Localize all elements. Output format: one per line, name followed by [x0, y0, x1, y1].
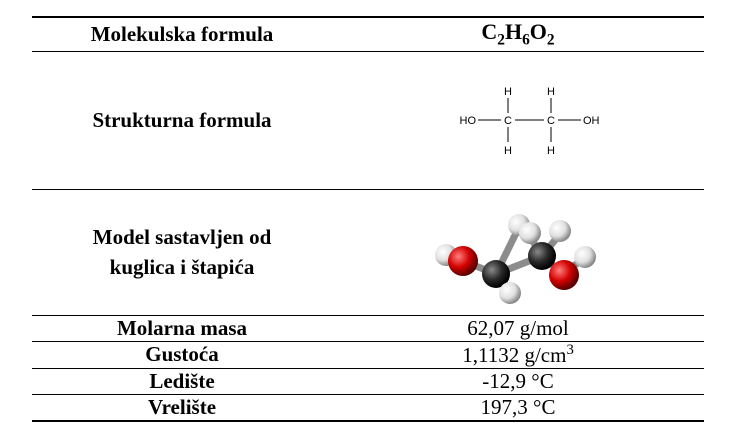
atom-c1: C: [504, 115, 512, 127]
label-line-2: kuglica i štapića: [109, 255, 255, 279]
carbon-atom: [528, 242, 556, 270]
label-melting-point: Ledište: [149, 368, 215, 393]
formula-o-count: 2: [546, 31, 555, 49]
hydrogen-atom: [574, 246, 596, 268]
label-structural-formula: Strukturna formula: [92, 107, 272, 132]
row-boiling-point: Vrelište 197,3 °C: [32, 394, 704, 421]
formula-h-count: 6: [522, 31, 530, 49]
label-ball-stick-model: Model sastavljen od kuglica i štapića: [32, 189, 332, 315]
value-ball-stick-model: [332, 189, 704, 315]
label-density: Gustoća: [145, 342, 219, 366]
atom-h-top-2: H: [547, 86, 555, 98]
density-text: 1,1132 g/cm: [462, 342, 567, 367]
structural-formula-diagram: HO C C OH H H H H: [460, 86, 600, 157]
value-molecular-formula: C2H6O2: [332, 17, 704, 51]
atom-oh: OH: [583, 115, 600, 127]
label-molecular-formula: Molekulska formula: [90, 21, 274, 46]
row-structural-formula: Strukturna formula HO C C OH H H H: [32, 51, 704, 189]
formula-h: H: [504, 19, 523, 45]
label-line-1: Model sastavljen od: [92, 225, 272, 249]
value-molar-mass: 62,07 g/mol: [467, 315, 569, 340]
row-ball-stick-model: Model sastavljen od kuglica i štapića: [32, 189, 704, 315]
atom-h-top-1: H: [504, 86, 512, 98]
label-boiling-point: Vrelište: [147, 394, 217, 419]
formula-o: O: [529, 19, 547, 45]
formula-c: C: [481, 19, 498, 45]
hydrogen-atom: [549, 220, 571, 242]
density-exponent: 3: [566, 341, 574, 358]
row-density: Gustoća 1,1132 g/cm3: [32, 341, 704, 368]
value-boiling-point: 197,3 °C: [480, 394, 556, 419]
row-melting-point: Ledište -12,9 °C: [32, 368, 704, 394]
hydrogen-atom: [519, 222, 541, 244]
row-molar-mass: Molarna masa 62,07 g/mol: [32, 315, 704, 341]
atom-h-bottom-1: H: [504, 145, 512, 157]
atom-c2: C: [547, 115, 555, 127]
properties-table: Molekulska formula C2H6O2 Strukturna for…: [32, 16, 704, 422]
row-molecular-formula: Molekulska formula C2H6O2: [32, 17, 704, 51]
label-molar-mass: Molarna masa: [116, 315, 248, 340]
atom-ho: HO: [460, 115, 477, 127]
oxygen-atom: [448, 246, 478, 276]
atom-h-bottom-2: H: [547, 145, 555, 157]
value-structural-formula: HO C C OH H H H H: [332, 51, 704, 189]
oxygen-atom: [549, 260, 579, 290]
formula-c-count: 2: [497, 31, 505, 49]
value-melting-point: -12,9 °C: [482, 368, 554, 393]
hydrogen-atom: [499, 282, 521, 304]
ball-stick-model-image: [435, 214, 596, 304]
value-density: 1,1132 g/cm3: [332, 341, 704, 368]
carbon-atom: [482, 260, 510, 288]
